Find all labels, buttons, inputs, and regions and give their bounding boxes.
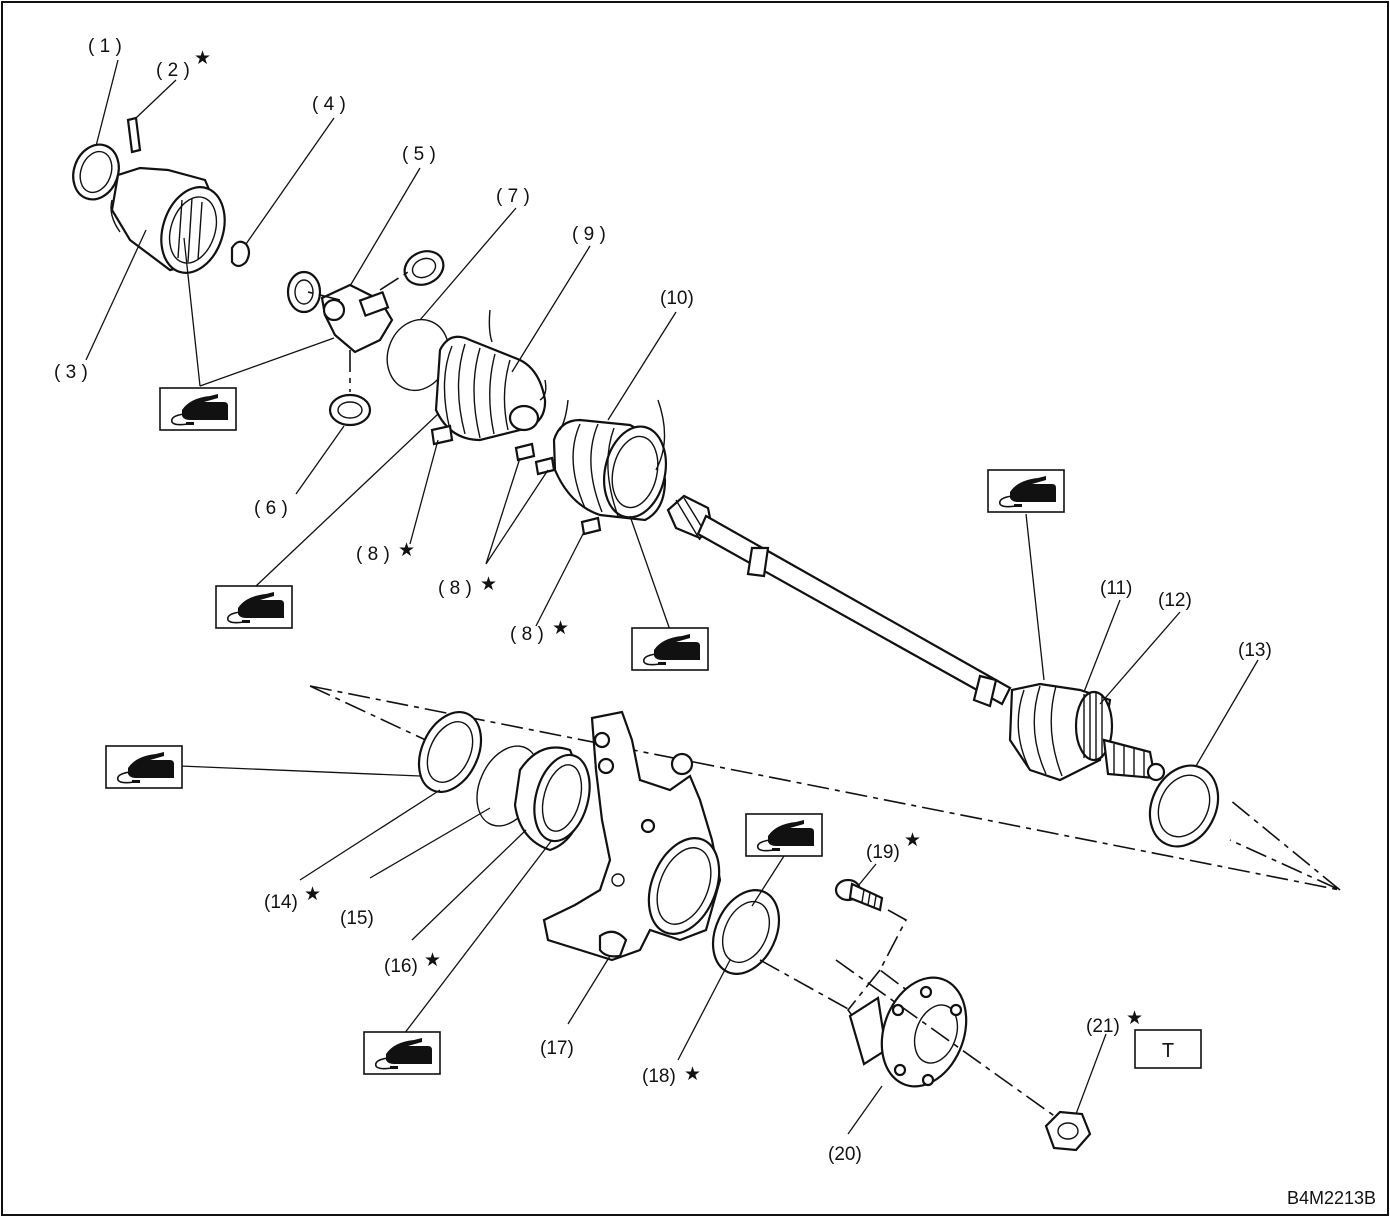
part-axle-nut-21 (1044, 1110, 1092, 1152)
part-hub-20 (848, 976, 968, 1088)
torque-label: T (1162, 1040, 1174, 1062)
callout-7: ( 7 ) (496, 186, 530, 207)
callout-18: (18) (642, 1066, 676, 1087)
callout-10: (10) (660, 288, 694, 309)
part-spider-5 (286, 250, 445, 354)
callout-21: (21) (1086, 1016, 1120, 1037)
part-clip-4 (230, 240, 251, 268)
star-icon: ★ (304, 884, 321, 905)
callout-1: ( 1 ) (88, 36, 122, 57)
callout-17: (17) (540, 1038, 574, 1059)
replace-stars: ★ ★ ★ ★ ★ ★ ★ ★ ★ (194, 48, 1143, 1085)
part-snap-ring-1 (72, 143, 120, 201)
star-icon: ★ (1126, 1008, 1143, 1029)
part-roller-6 (328, 393, 372, 427)
part-spindle (1102, 738, 1166, 782)
callout-13: (13) (1238, 640, 1272, 661)
callout-2: ( 2 ) (156, 60, 190, 81)
callout-3: ( 3 ) (54, 362, 88, 383)
grease-icon (745, 813, 823, 857)
callout-5: ( 5 ) (402, 144, 436, 165)
callout-15: (15) (340, 908, 374, 929)
part-housing-17 (542, 710, 722, 962)
callout-8a: ( 8 ) (356, 544, 390, 565)
grease-icon (159, 387, 237, 431)
callout-9: ( 9 ) (572, 224, 606, 245)
callout-8c: ( 8 ) (510, 624, 544, 645)
callout-19: (19) (866, 842, 900, 863)
reference-code: B4M2213B (1287, 1188, 1376, 1208)
star-icon: ★ (904, 830, 921, 851)
grease-icon (215, 585, 293, 629)
callout-20: (20) (828, 1144, 862, 1165)
star-icon: ★ (424, 950, 441, 971)
part-seal-14 (417, 711, 483, 793)
star-icon: ★ (684, 1064, 701, 1085)
grease-icon (987, 469, 1065, 513)
part-hub-bolt-19 (834, 878, 884, 912)
part-seal-13 (1148, 764, 1220, 848)
callout-14: (14) (264, 892, 298, 913)
part-tone-ring-12 (1074, 690, 1114, 762)
part-key-2 (126, 116, 142, 154)
part-bearing-16 (513, 746, 591, 852)
grease-arrows (179, 237, 1045, 1035)
part-boot-10 (534, 399, 667, 536)
star-icon: ★ (398, 540, 415, 561)
callout-8b: ( 8 ) (438, 578, 472, 599)
callout-12: (12) (1158, 590, 1192, 611)
callout-16: (16) (384, 956, 418, 977)
star-icon: ★ (194, 48, 211, 69)
part-axle-shaft (666, 494, 1012, 708)
grease-icon (631, 627, 709, 671)
grease-icon (105, 745, 183, 789)
leader-lines (85, 59, 1259, 1135)
callout-4: ( 4 ) (312, 94, 346, 115)
torque-box (1134, 1029, 1202, 1069)
star-icon: ★ (552, 618, 569, 639)
callout-11: (11) (1100, 578, 1132, 599)
star-icon: ★ (480, 574, 497, 595)
callout-6: ( 6 ) (254, 498, 288, 519)
part-boot-9 (430, 309, 547, 462)
part-seal-18 (711, 889, 781, 975)
grease-icon (363, 1031, 441, 1075)
